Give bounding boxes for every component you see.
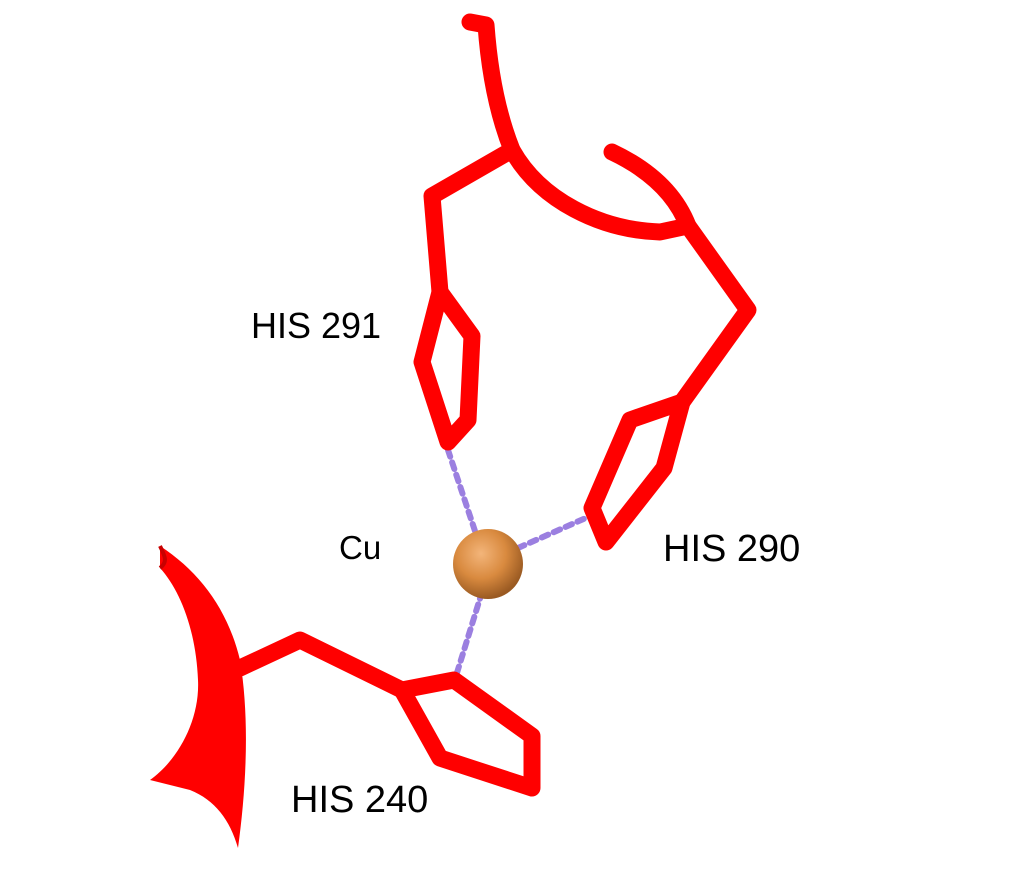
his290-ring xyxy=(583,393,691,551)
his291-sidechain xyxy=(423,141,521,301)
his240-sidechain xyxy=(231,631,411,699)
ribbon-fragment xyxy=(150,545,246,848)
label-his-290: HIS 290 xyxy=(663,528,801,570)
his240-ring xyxy=(393,671,541,797)
his291-ring xyxy=(413,283,481,451)
bond-cu-his240 xyxy=(453,589,485,679)
backbone-top-arc xyxy=(461,13,697,241)
residue-backbone xyxy=(231,13,757,797)
copper-ion xyxy=(453,529,523,599)
label-his-240: HIS 240 xyxy=(291,779,429,821)
coordination-bonds xyxy=(445,447,591,679)
label-copper: Cu xyxy=(339,529,382,566)
bond-cu-his290 xyxy=(515,514,591,551)
ribbon-edge xyxy=(158,545,167,570)
bond-cu-his291 xyxy=(445,447,481,543)
backbone-right-loop xyxy=(603,143,757,411)
ribbon-sheet xyxy=(150,546,246,848)
label-his-291: HIS 291 xyxy=(251,305,382,346)
